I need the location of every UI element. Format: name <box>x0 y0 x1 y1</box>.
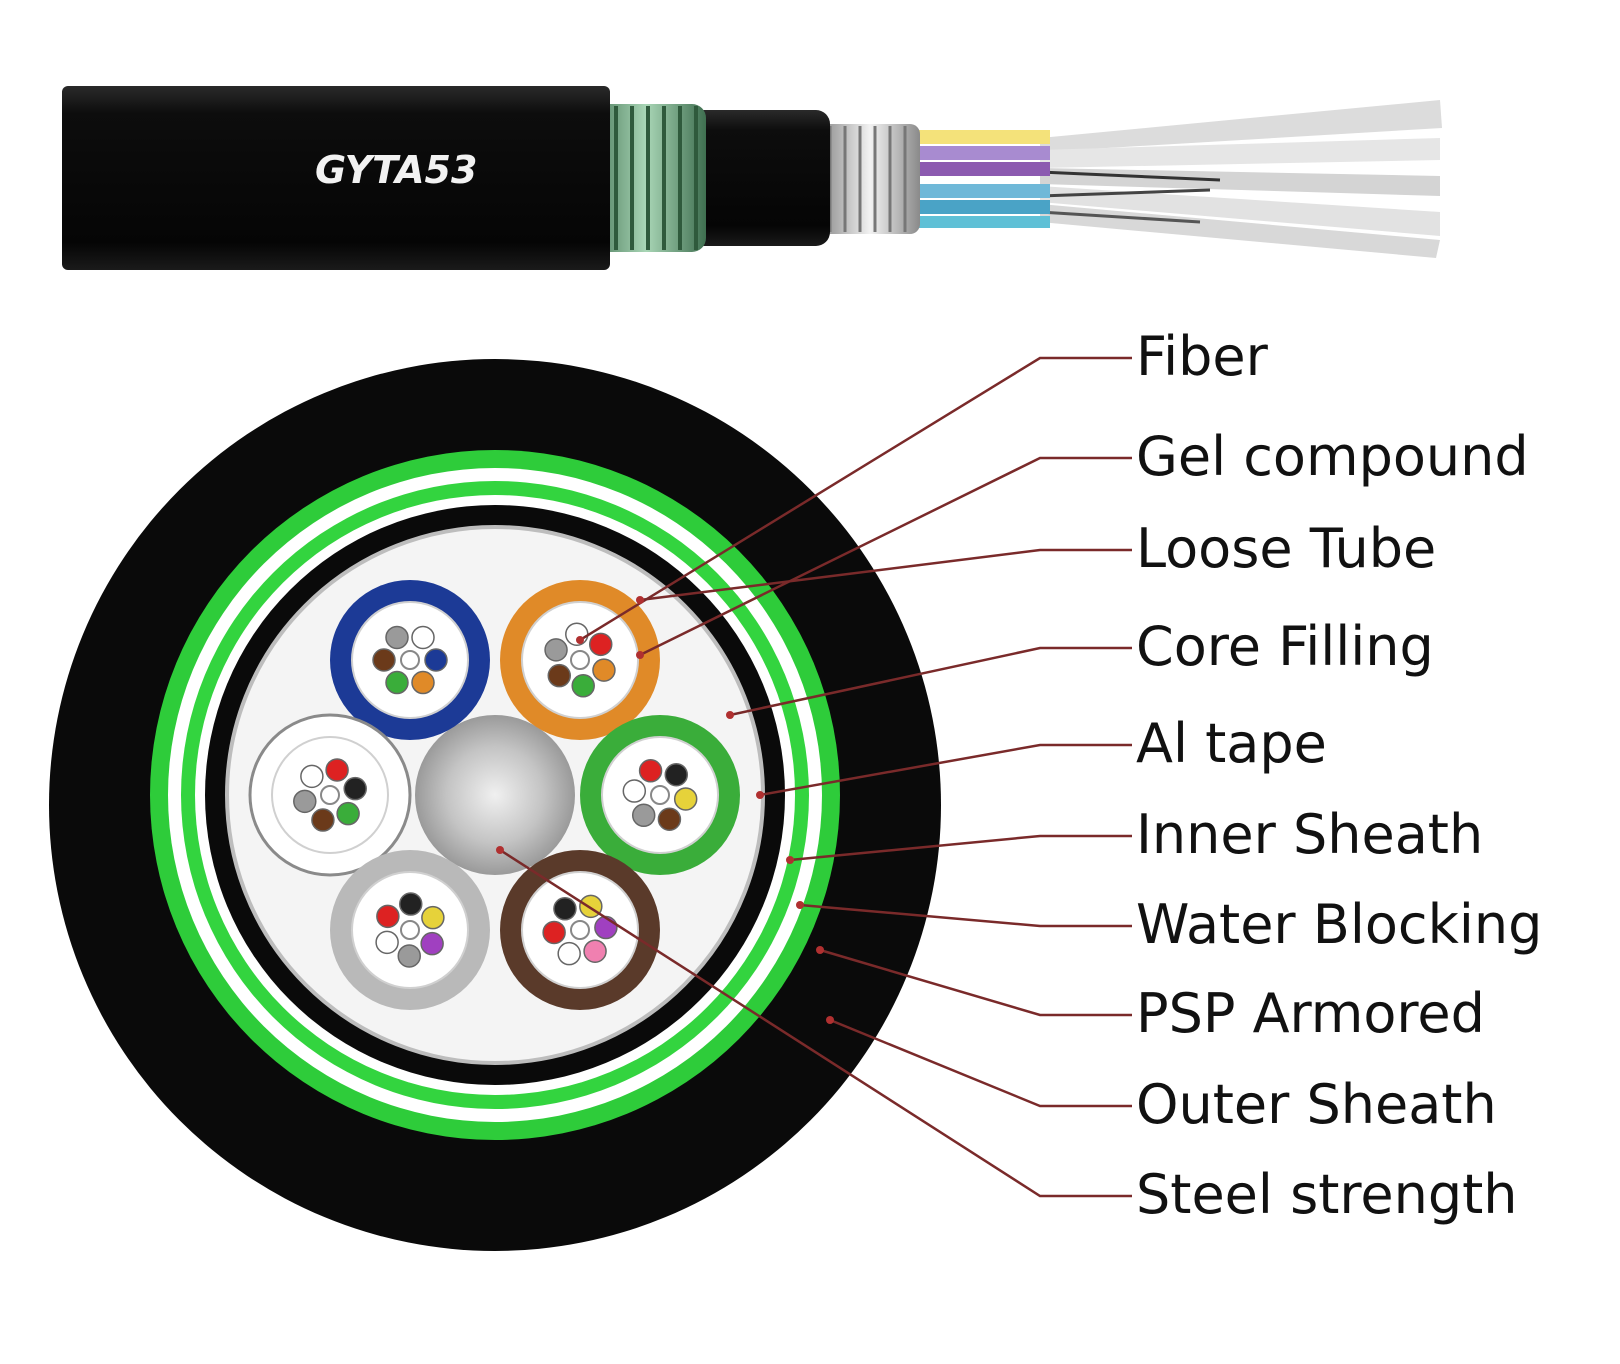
label-steel-strength: Steel strength <box>1136 1163 1518 1226</box>
fiber-core <box>293 789 317 814</box>
fiber-core <box>421 905 445 930</box>
fiber-core <box>657 807 682 831</box>
leader-line <box>499 848 1132 1198</box>
steel-wrap <box>820 124 920 234</box>
leader-line <box>819 948 1132 1017</box>
colored-loose-tubes <box>910 130 1050 228</box>
leader-line <box>789 834 1132 862</box>
fiber-core <box>544 638 568 662</box>
label-inner-sheath: Inner Sheath <box>1136 803 1484 866</box>
leader-line <box>829 1018 1132 1108</box>
fiber-core <box>673 787 698 811</box>
fiber-core <box>385 625 409 650</box>
leader-dot <box>786 856 794 864</box>
tube-grey <box>330 850 490 1010</box>
label-psp-armored: PSP Armored <box>1136 982 1485 1045</box>
fiber-core <box>372 648 396 672</box>
central-strength-member <box>415 715 575 875</box>
loose-tubes <box>248 580 740 1010</box>
label-core-filling: Core Filling <box>1136 615 1434 678</box>
fiber-core <box>311 808 335 832</box>
fiber-core <box>571 674 595 698</box>
fiber-core <box>592 658 616 682</box>
cable-side-view: GYTA53 <box>62 86 1442 270</box>
fiber-core <box>622 779 647 803</box>
fiber-core <box>588 632 613 657</box>
fiber-core <box>336 801 360 826</box>
leader-dot <box>796 901 804 909</box>
outer-jacket-segment <box>62 86 610 270</box>
cable-model-label: GYTA53 <box>315 148 477 192</box>
tube-brown <box>500 850 660 1010</box>
label-al-tape: Al tape <box>1136 712 1327 775</box>
leader-line <box>639 548 1132 602</box>
leader-dot <box>576 636 584 644</box>
label-outer-sheath: Outer Sheath <box>1136 1073 1497 1136</box>
label-fiber: Fiber <box>1136 325 1268 388</box>
fiber-core <box>542 920 566 945</box>
fiber-core <box>664 762 689 787</box>
inner-sheath-segment <box>690 110 830 246</box>
leader-dot <box>636 596 644 604</box>
leader-line <box>579 356 1132 642</box>
fiber-core <box>557 941 581 966</box>
fiber-core <box>399 892 423 916</box>
leader-line <box>639 456 1132 657</box>
fiber-core <box>376 904 400 929</box>
fiber-core <box>638 759 663 783</box>
leader-dot <box>826 1016 834 1024</box>
tube-orange <box>500 580 660 740</box>
fiber-core <box>343 776 367 801</box>
label-water-blocking: Water Blocking <box>1136 893 1543 956</box>
leader-line <box>729 646 1132 717</box>
fiber-core <box>397 944 421 968</box>
fiber-core <box>300 764 324 789</box>
fiber-core <box>411 625 435 650</box>
fiber-core <box>547 663 572 688</box>
label-gel-compound: Gel compound <box>1136 425 1529 488</box>
fiber-core <box>594 915 618 940</box>
leader-line <box>799 903 1132 928</box>
fiber-core <box>385 670 409 695</box>
fiber-core <box>583 939 607 963</box>
leader-line <box>759 743 1132 797</box>
fiber-core <box>553 897 577 921</box>
tube-blue <box>330 580 490 740</box>
cross-section <box>49 359 941 1251</box>
label-loose-tube: Loose Tube <box>1136 517 1437 580</box>
fiber-core <box>420 931 444 956</box>
fiber-core <box>375 930 399 955</box>
fiber-core <box>631 803 656 828</box>
leader-dot <box>726 711 734 719</box>
tube-green <box>580 715 740 875</box>
fiber-strands <box>1039 100 1442 258</box>
leader-dot <box>496 846 504 854</box>
leader-dot <box>756 791 764 799</box>
leader-dot <box>816 946 824 954</box>
tube-white <box>248 713 412 877</box>
leader-lines <box>496 356 1132 1198</box>
leader-dot <box>636 651 644 659</box>
fiber-core <box>325 758 349 782</box>
fiber-core <box>424 648 448 672</box>
fiber-core <box>411 670 435 695</box>
